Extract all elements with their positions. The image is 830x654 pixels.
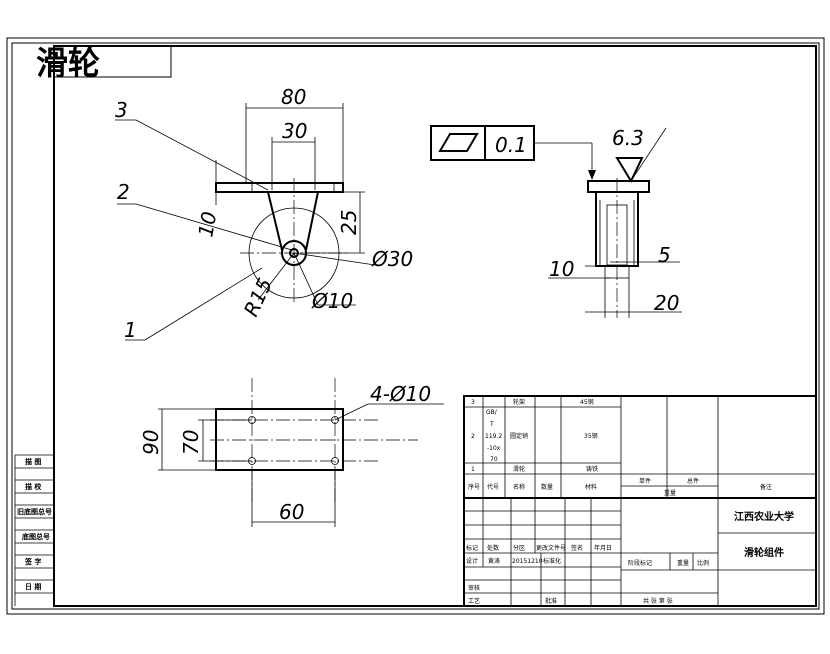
bom-material: 铸铁 (586, 465, 598, 473)
strip-label-1: 描 图 (25, 457, 41, 466)
dim-30: 30 (282, 119, 307, 143)
rev-label: 签名 (571, 544, 583, 552)
stage-label: 阶段标记 (628, 559, 652, 567)
std-label: 标准化 (543, 557, 561, 565)
leader-2: 2 (117, 180, 130, 204)
tolerance-value: 0.1 (495, 133, 527, 157)
dim-10-front: 10 (193, 210, 221, 239)
dim-holes: 4-Ø10 (370, 382, 431, 406)
corner-title-box (53, 45, 172, 78)
dim-phi30: Ø30 (371, 247, 413, 271)
rev-label: 分区 (513, 544, 525, 552)
svg-text:119.2: 119.2 (485, 433, 502, 440)
outer-frame (6, 37, 825, 615)
process-label: 工艺 (468, 597, 480, 605)
bom-header-qty: 数量 (541, 483, 553, 491)
dim-10-side: 10 (549, 257, 574, 281)
bom-header-total: 总件 (687, 477, 699, 485)
roughness-value: 6.3 (612, 126, 644, 150)
bom-table: 3 轮架 45钢 2 GB/ T 119.2 -10x 70 圆定销 35钢 1… (463, 395, 817, 607)
dim-phi10: Ø10 (311, 289, 353, 313)
bom-header-code: 代号 (487, 483, 499, 491)
leader-1: 1 (124, 318, 137, 342)
rev-label: 标记 (466, 544, 478, 552)
front-view: 80 30 25 10 Ø30 Ø10 R15 3 2 1 (115, 85, 413, 342)
svg-text:GB/: GB/ (486, 409, 498, 416)
design-date: 20151210 (512, 558, 543, 565)
bom-name: 轮架 (513, 398, 525, 406)
designer-name: 黄涛 (488, 557, 500, 565)
dim-80: 80 (281, 85, 306, 109)
dim-70: 70 (179, 430, 203, 455)
bom-seq: 1 (471, 466, 475, 473)
flatness-icon (438, 133, 479, 152)
school-name: 江西农业大学 (734, 510, 794, 523)
part-name: 滑轮组件 (744, 546, 784, 559)
dim-5: 5 (658, 243, 671, 267)
rev-label: 更改文件号 (536, 544, 566, 552)
weight-label: 重量 (677, 559, 689, 567)
corner-title: 滑轮 (36, 44, 100, 82)
review-label: 审核 (468, 584, 480, 592)
rev-label: 年月日 (594, 544, 612, 552)
front-flange (215, 182, 344, 193)
bom-header-remark: 备注 (760, 483, 772, 491)
dim-60: 60 (279, 500, 304, 524)
left-strip: 描 图 描 校 旧底图总号 底图总号 签 字 日 期 (14, 454, 54, 606)
bom-header-material: 材料 (585, 483, 597, 491)
bom-header-seq: 序号 (468, 483, 480, 491)
dim-r15: R15 (239, 274, 277, 320)
bom-seq: 2 (471, 433, 475, 440)
leader-3: 3 (115, 98, 128, 122)
svg-text:-10x: -10x (487, 445, 501, 452)
side-flange (587, 180, 650, 193)
top-view: 90 70 60 4-Ø10 (139, 378, 444, 527)
inner-frame (53, 45, 817, 607)
scale-label: 比例 (697, 559, 709, 567)
bom-material: 35钢 (584, 432, 598, 440)
approve-label: 批准 (545, 597, 557, 605)
bom-header-single: 单件 (639, 477, 651, 485)
rev-label: 处数 (487, 544, 499, 552)
dim-90: 90 (139, 430, 163, 455)
side-view: 0.1 6.3 10 5 20 (430, 125, 682, 318)
dim-25: 25 (337, 210, 361, 235)
svg-text:70: 70 (490, 456, 498, 463)
sheets-label: 共 张 第 张 (643, 597, 673, 605)
strip-label-4: 底图总号 (22, 532, 50, 541)
dim-20: 20 (654, 291, 679, 315)
svg-text:T: T (489, 421, 494, 428)
design-label: 设计 (466, 557, 478, 565)
bom-name: 滑轮 (513, 465, 525, 473)
bom-material: 45钢 (580, 398, 594, 406)
bom-header-weight: 重量 (664, 489, 676, 497)
middle-frame (11, 42, 820, 610)
top-plate (215, 408, 344, 471)
bom-name: 圆定销 (510, 432, 528, 440)
strip-label-5: 签 字 (24, 557, 41, 566)
strip-label-2: 描 校 (25, 482, 42, 491)
title-block: 标记 处数 分区 更改文件号 签名 年月日 设计 黄涛 20151210 标准化… (464, 498, 816, 606)
bom-seq: 3 (471, 399, 475, 406)
strip-label-3: 旧底图总号 (17, 507, 52, 516)
strip-label-6: 日 期 (25, 582, 41, 591)
bom-header-name: 名称 (513, 483, 525, 491)
roughness-symbol (615, 157, 644, 184)
